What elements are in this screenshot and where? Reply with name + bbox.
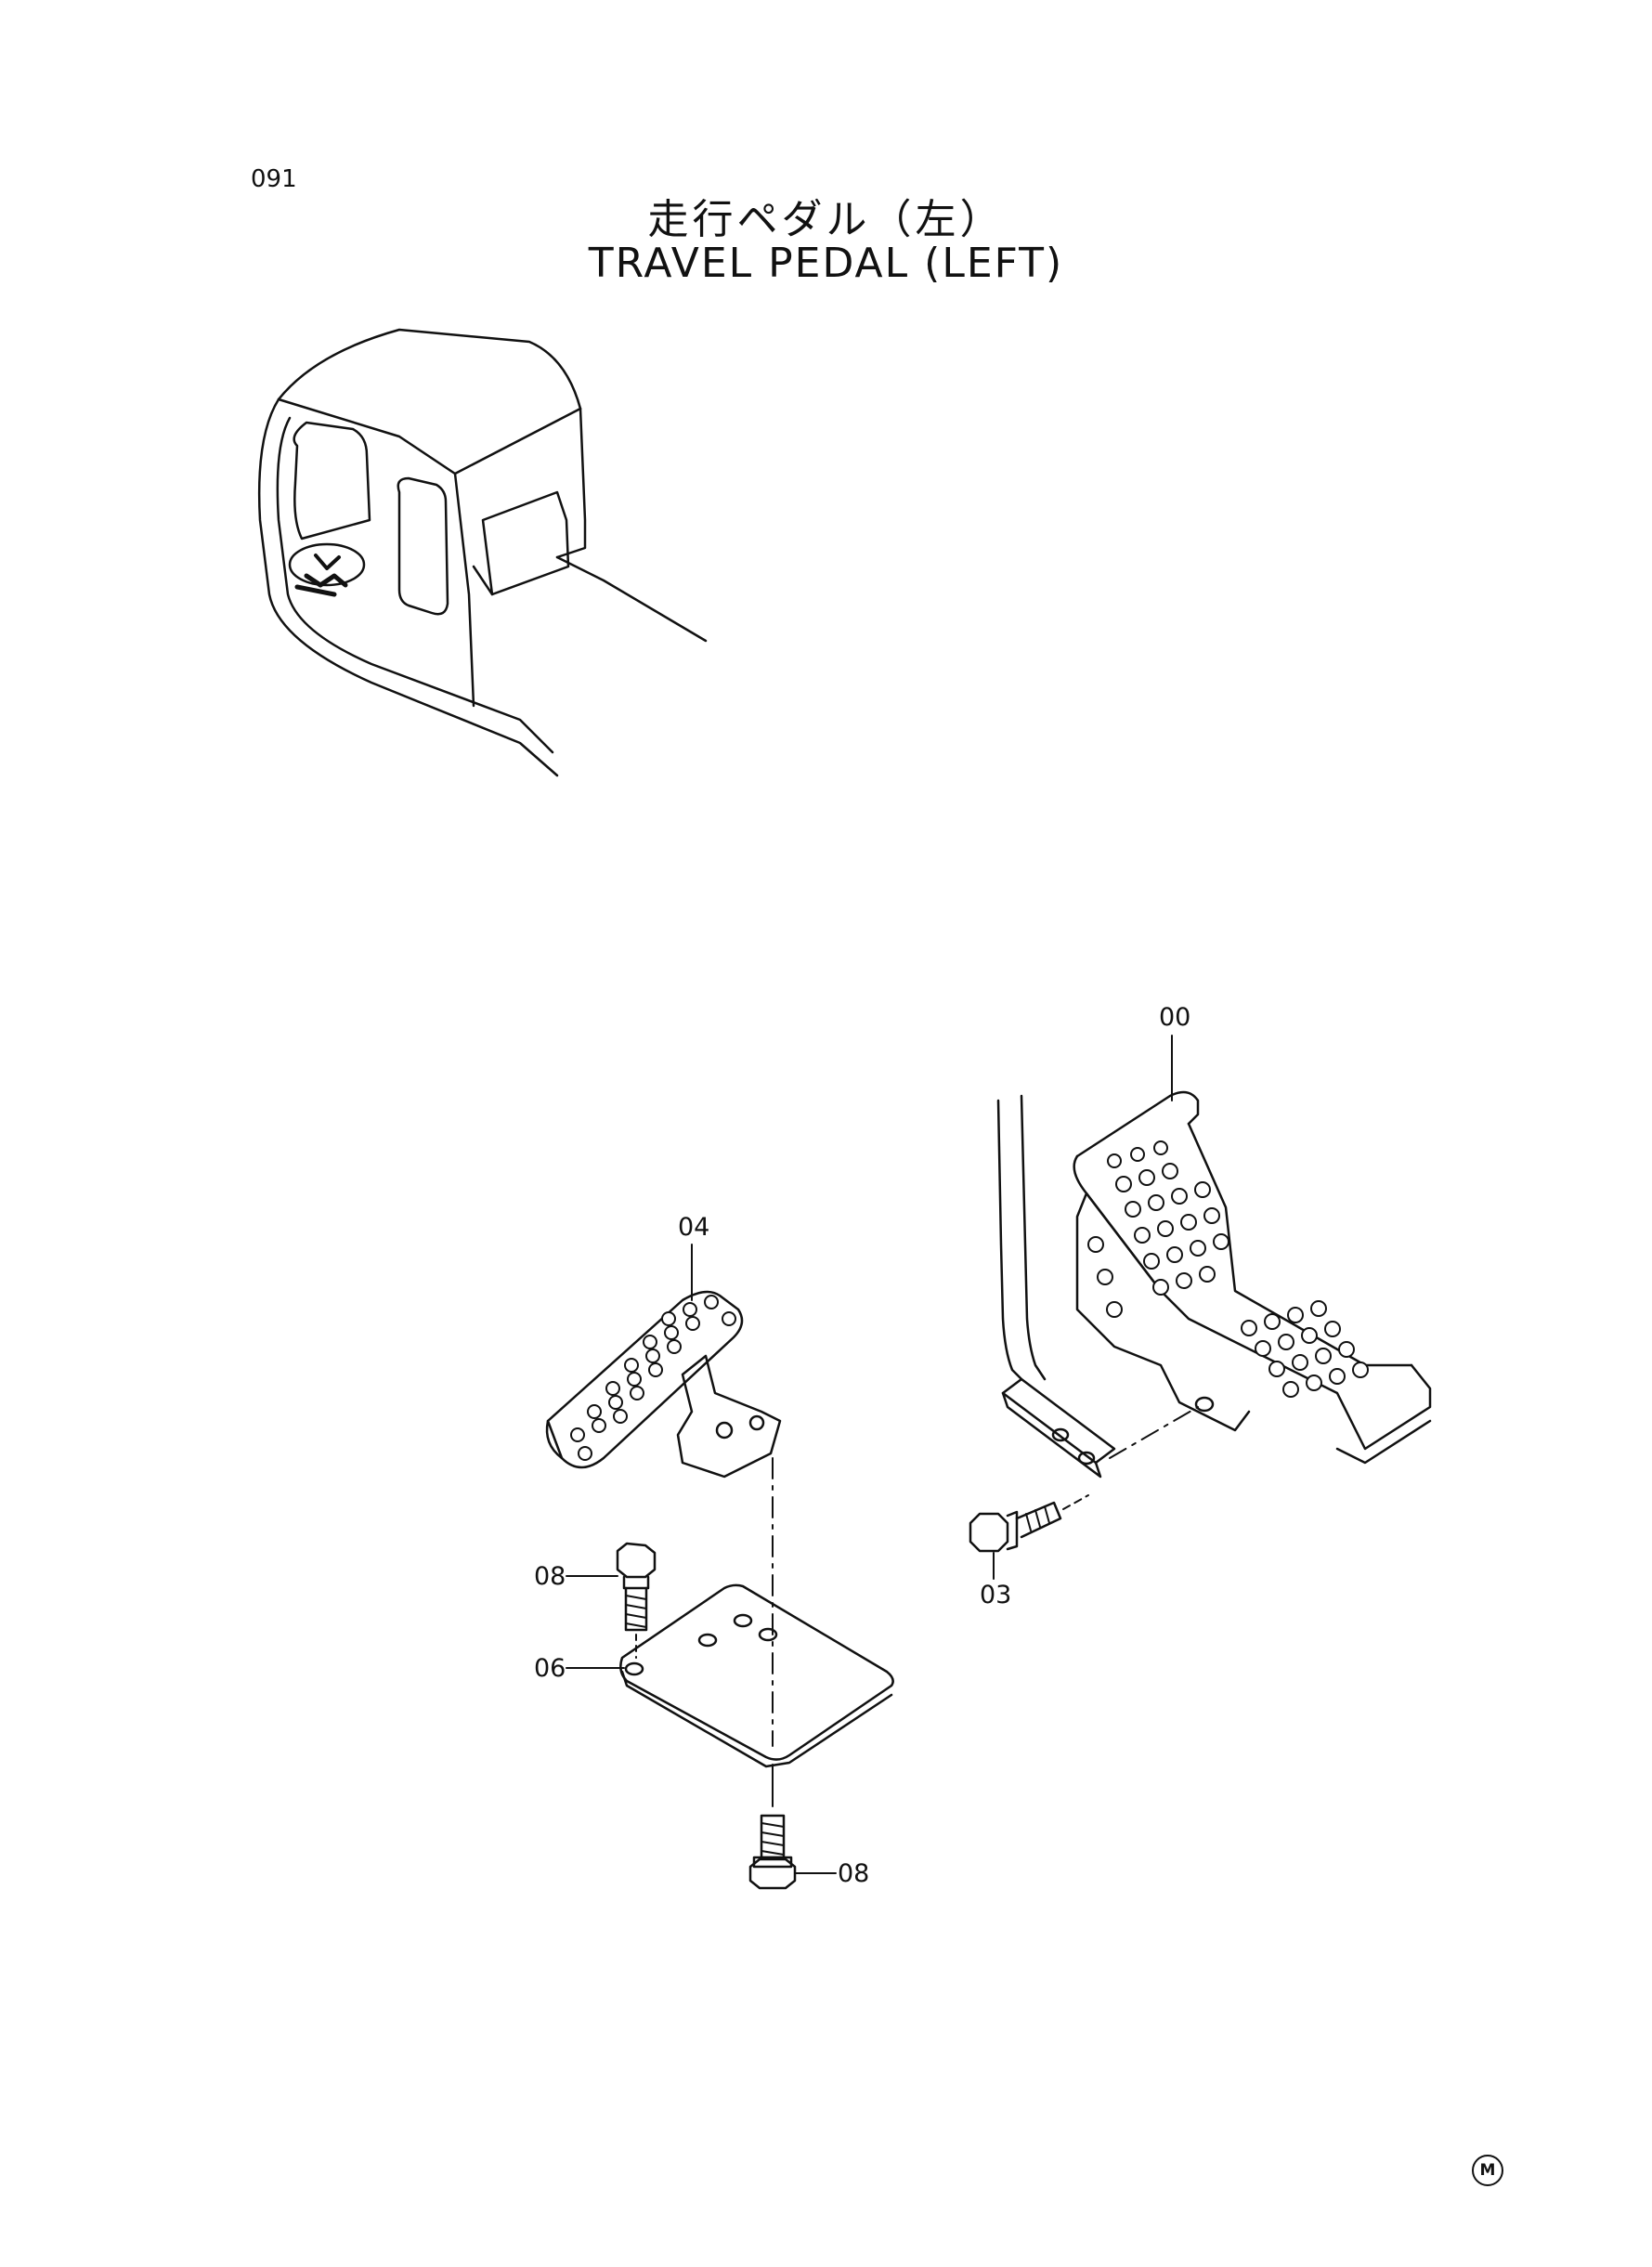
- page-number: 091: [251, 165, 297, 193]
- callout-04: 04: [678, 1213, 710, 1242]
- callout-03: 03: [980, 1581, 1012, 1609]
- cab-overview-illustration: [257, 328, 708, 777]
- callout-06: 06: [534, 1654, 566, 1683]
- frame-rod: [996, 1094, 1116, 1479]
- leader-lines: [566, 1035, 1173, 1874]
- small-pedal-assembly: [545, 1290, 782, 1479]
- callout-08-bottom: 08: [838, 1859, 870, 1888]
- bolt-03: [969, 1494, 1089, 1553]
- upper-bolt: [616, 1542, 657, 1659]
- base-plate: [619, 1583, 894, 1768]
- lower-bolt: [748, 1814, 797, 1890]
- title-japanese: 走行ペダル（左）: [647, 196, 1005, 243]
- callout-08-top: 08: [534, 1562, 566, 1591]
- title-english: TRAVEL PEDAL (LEFT): [588, 240, 1064, 287]
- large-pedal-assembly: [1073, 1090, 1432, 1465]
- callout-00: 00: [1159, 1003, 1191, 1032]
- corner-mark: M: [1472, 2155, 1503, 2186]
